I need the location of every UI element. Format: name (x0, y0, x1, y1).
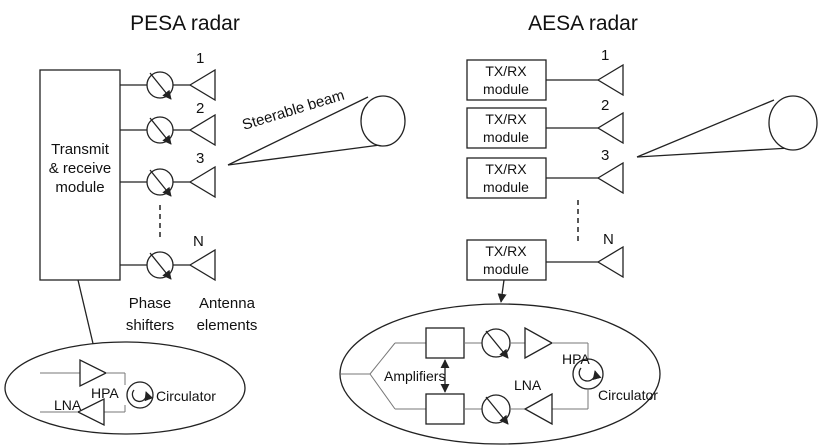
aesa-detail-callout (339, 303, 661, 445)
aesa-title: AESA radar (528, 12, 638, 35)
aesa-module-3-label-2: module (483, 179, 529, 195)
aesa-module-n-label-1: TX/RX (485, 243, 527, 259)
pesa-element-number-2: 2 (196, 100, 204, 117)
aesa-element-number-1: 1 (601, 47, 609, 64)
aesa-module-2-label-2: module (483, 129, 529, 145)
aesa-detail-pointer (497, 279, 507, 303)
pesa-lna-label: LNA (54, 397, 82, 413)
pesa-element-number-1: 1 (196, 50, 204, 67)
antenna-elements-label-1: Antenna (199, 295, 256, 312)
phase-shifter-1 (146, 71, 174, 100)
pesa-circulator-label: Circulator (156, 388, 216, 404)
phase-shifter-2 (146, 116, 174, 145)
pesa-antenna-2 (188, 113, 216, 147)
aesa-element-number-n: N (603, 231, 614, 248)
aesa-circulator-label: Circulator (598, 387, 658, 403)
aesa-antenna-n (596, 245, 624, 279)
pesa-antenna-n (188, 248, 216, 282)
pesa-element-number-3: 3 (196, 150, 204, 167)
aesa-txrx-module-n (466, 239, 547, 281)
aesa-txrx-module-1 (466, 59, 547, 101)
pesa-lna-amplifier (76, 397, 105, 427)
aesa-steerable-beam (636, 95, 818, 158)
aesa-element-number-3: 3 (601, 147, 609, 164)
phase-shifters-label-2: shifters (126, 317, 174, 334)
aesa-module-1-label-1: TX/RX (485, 63, 527, 79)
aesa-module-n-label-2: module (483, 261, 529, 277)
pesa-module-label-3: module (55, 179, 104, 196)
aesa-hpa-label: HPA (562, 351, 590, 367)
pesa-feed-lines (120, 84, 190, 266)
aesa-module-3-label-1: TX/RX (485, 161, 527, 177)
pesa-detail-pointer (77, 279, 98, 353)
pesa-antenna-1 (188, 68, 216, 102)
aesa-module-2-label-1: TX/RX (485, 111, 527, 127)
pesa-title: PESA radar (130, 12, 240, 35)
antenna-elements-label-2: elements (197, 317, 258, 334)
aesa-txrx-module-2 (466, 107, 547, 149)
aesa-element-number-2: 2 (601, 97, 609, 114)
aesa-antenna-2 (596, 111, 624, 145)
phase-shifter-3 (146, 168, 174, 197)
pesa-element-number-n: N (193, 233, 204, 250)
phase-shifters-label-1: Phase (129, 295, 172, 312)
phase-shifter-n (146, 251, 174, 280)
aesa-hpa-amplifier (524, 326, 554, 360)
pesa-hpa-amplifier (79, 358, 108, 388)
pesa-antenna-3 (188, 165, 216, 199)
aesa-amplifier-box-top (425, 327, 465, 359)
aesa-lna-amplifier (523, 392, 553, 426)
aesa-amplifiers-label: Amplifiers (384, 368, 445, 384)
pesa-steerable-beam (227, 95, 406, 166)
steerable-beam-label: Steerable beam (240, 87, 346, 134)
pesa-hpa-label: HPA (91, 385, 119, 401)
pesa-detail-callout (4, 341, 246, 435)
pesa-module-label-1: Transmit (51, 141, 110, 158)
aesa-lna-label: LNA (514, 377, 542, 393)
aesa-feed-lines (546, 79, 598, 263)
pesa-module-label-2: & receive (49, 160, 112, 177)
aesa-antenna-1 (596, 63, 624, 97)
pesa-transmit-receive-module (39, 69, 121, 281)
aesa-amplifier-box-bottom (425, 393, 465, 425)
aesa-module-1-label-2: module (483, 81, 529, 97)
aesa-antenna-3 (596, 161, 624, 195)
